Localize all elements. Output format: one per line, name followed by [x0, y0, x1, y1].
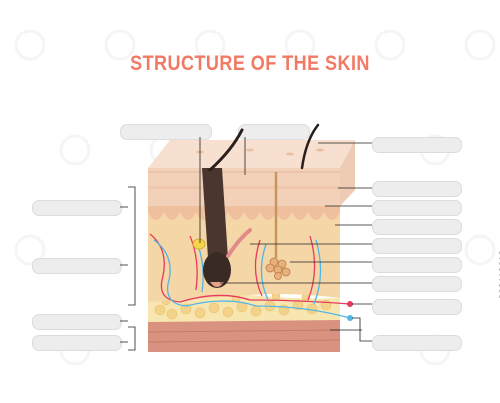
- vein: [153, 239, 351, 319]
- label-box-top-left[interactable]: [120, 124, 212, 140]
- label-box-left-4[interactable]: [32, 335, 122, 351]
- sebaceous-gland: [192, 238, 206, 250]
- vein-marker: [347, 315, 353, 321]
- muscle-layer: [148, 318, 340, 352]
- label-box-right-2[interactable]: [372, 181, 462, 197]
- dermis-layer: [148, 210, 340, 302]
- label-box-top-center[interactable]: [238, 124, 310, 140]
- artery: [149, 233, 351, 305]
- sweat-gland: [265, 257, 291, 280]
- artery-marker: [347, 301, 353, 307]
- skin-surface: [148, 140, 355, 168]
- label-box-left-2[interactable]: [32, 258, 122, 274]
- label-box-right-4[interactable]: [372, 219, 462, 235]
- label-box-right-9[interactable]: [372, 335, 462, 351]
- arrector-pili-muscle: [226, 228, 252, 258]
- label-box-right-6[interactable]: [372, 257, 462, 273]
- label-box-right-3[interactable]: [372, 200, 462, 216]
- label-box-right-8[interactable]: [372, 299, 462, 315]
- diagram-title: STRUCTURE OF THE SKIN: [130, 52, 370, 75]
- hair-shaft: [208, 128, 244, 172]
- label-box-right-1[interactable]: [372, 137, 462, 153]
- label-box-left-3[interactable]: [32, 314, 122, 330]
- label-box-right-5[interactable]: [372, 238, 462, 254]
- label-box-right-7[interactable]: [372, 276, 462, 292]
- label-box-left-1[interactable]: [32, 200, 122, 216]
